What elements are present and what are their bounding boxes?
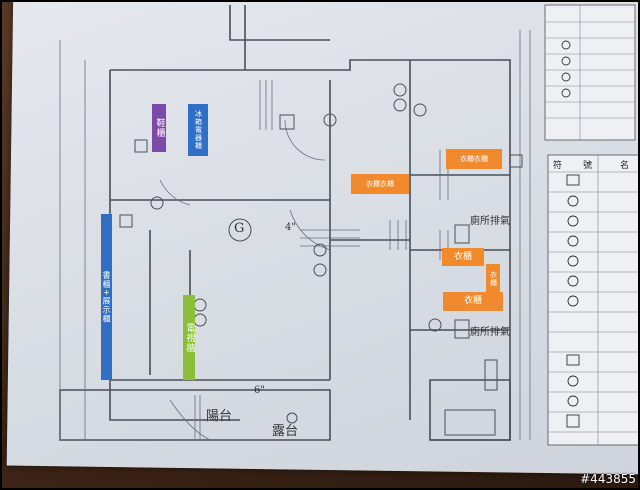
legend-header-2: 號 bbox=[583, 161, 593, 171]
legend-header-1: 符 bbox=[553, 161, 563, 171]
wardrobe-middle-label: 衣櫃衣櫃 bbox=[351, 174, 409, 194]
wardrobe-top-label: 衣櫃衣櫃 bbox=[446, 149, 502, 169]
watermark: #443855 bbox=[580, 472, 636, 486]
exhaust-fan-label-1: 廁所排氣 bbox=[470, 216, 510, 227]
appliance-cabinet-label: 冰箱電器櫃 bbox=[188, 104, 208, 156]
wardrobe-label-2: 衣櫃 bbox=[443, 292, 503, 311]
exhaust-fan-label-2: 廁所排氣 bbox=[470, 327, 510, 338]
balcony-label: 陽台 bbox=[206, 409, 233, 424]
terrace-label: 露台 bbox=[272, 424, 299, 439]
tv-wall-label: 電視牆 bbox=[183, 295, 195, 380]
shoe-cabinet-label: 鞋櫃 bbox=[152, 104, 166, 152]
wardrobe-label-1: 衣櫃 bbox=[442, 248, 484, 266]
dimension-6: 6" bbox=[254, 385, 265, 396]
legend-header-3: 名 bbox=[620, 161, 630, 171]
dimension-4: 4" bbox=[285, 222, 296, 233]
room-label-g: G bbox=[234, 221, 245, 236]
wardrobe-side-label: 衣櫃 bbox=[486, 264, 500, 294]
bookcase-display-label: 書櫃+展示櫃 bbox=[101, 214, 112, 380]
